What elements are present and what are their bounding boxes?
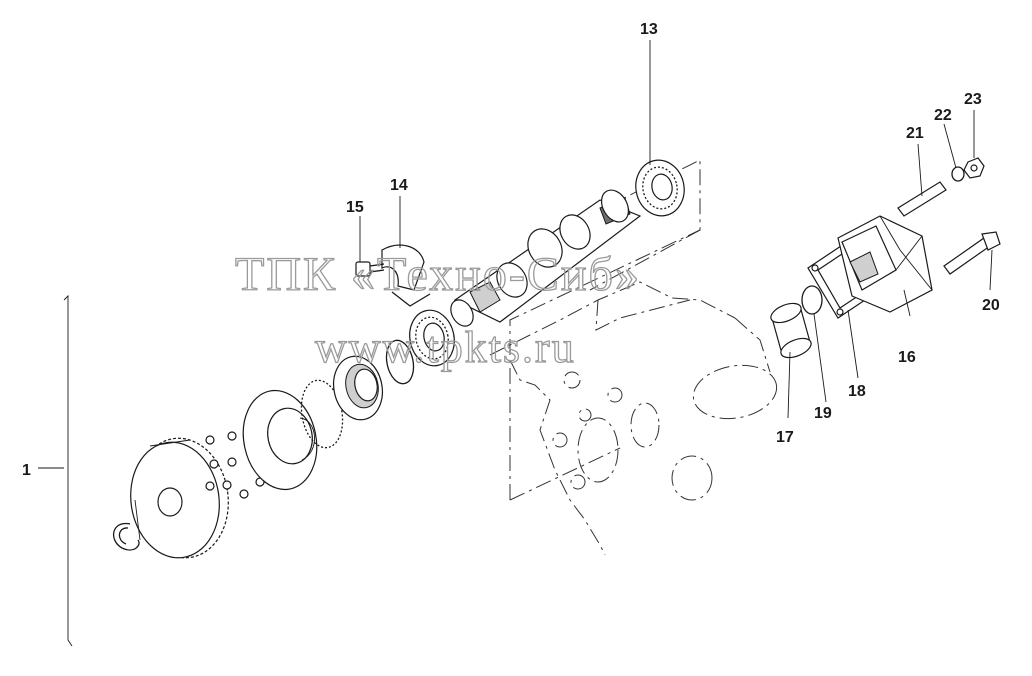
callout-16: 16	[898, 349, 916, 366]
o-ring	[801, 285, 823, 315]
watermark: ТПК «Техно-Сиб» www.tpkts.ru	[234, 247, 641, 372]
bearing-cup	[332, 355, 384, 421]
gear	[130, 437, 229, 559]
callout-labels: 1 13 14 15 16 17 18 19 20 21 22 23	[22, 21, 1000, 479]
callout-23: 23	[964, 91, 982, 108]
callout-17: 17	[776, 429, 794, 446]
pump-housing	[837, 215, 933, 313]
bolt-small	[355, 261, 385, 277]
callout-14: 14	[390, 177, 408, 194]
washer	[951, 166, 965, 182]
callout-13: 13	[640, 21, 658, 38]
stud	[897, 181, 947, 217]
thrust-plate	[242, 389, 318, 491]
callout-18: 18	[848, 383, 866, 400]
circlip	[112, 522, 140, 551]
bearing-small	[409, 309, 455, 367]
snap-ring	[385, 339, 415, 385]
nut	[963, 157, 985, 179]
assembly-axis-box	[509, 159, 701, 501]
callout-19: 19	[814, 405, 832, 422]
spring-ring	[300, 379, 344, 449]
leader-lines	[38, 40, 993, 647]
callout-20: 20	[982, 297, 1000, 314]
callout-15: 15	[346, 199, 364, 216]
callout-21: 21	[906, 125, 924, 142]
callout-22: 22	[934, 107, 952, 124]
bolt-long	[943, 231, 1001, 275]
watermark-company: ТПК «Техно-Сиб»	[235, 248, 641, 301]
bushing	[770, 302, 812, 359]
key-piece	[381, 244, 431, 307]
watermark-url: www.tpkts.ru	[315, 323, 576, 372]
balls	[205, 431, 265, 499]
camshaft	[450, 189, 642, 327]
engine-block-outline	[489, 281, 778, 556]
callout-1: 1	[22, 462, 31, 479]
bearing-large	[635, 159, 685, 217]
